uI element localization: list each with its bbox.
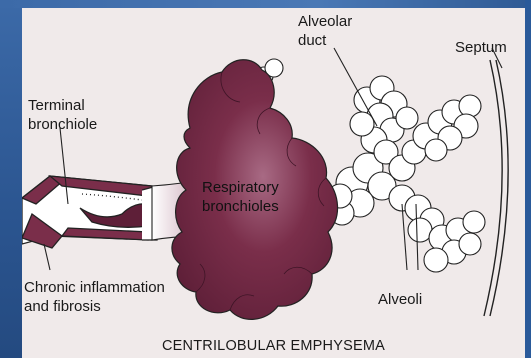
diagram-slide: Alveolar duct Septum Terminal bronchiole…: [22, 8, 525, 358]
label-septum: Septum: [455, 38, 507, 57]
label-respiratory-bronchioles: Respiratory bronchioles: [202, 178, 279, 216]
slide-right-band: [525, 0, 531, 358]
label-alveoli: Alveoli: [378, 290, 422, 309]
slide-left-band: [0, 0, 22, 358]
label-chronic-inflammation: Chronic inflammation and fibrosis: [24, 278, 165, 316]
slide-top-band: [0, 0, 531, 8]
septum-lines: [484, 60, 508, 316]
diagram-caption: CENTRILOBULAR EMPHYSEMA: [22, 338, 525, 354]
terminal-bronchiole-tube: [22, 176, 157, 248]
label-alveolar-duct: Alveolar duct: [298, 12, 352, 50]
label-terminal-bronchiole: Terminal bronchiole: [28, 96, 97, 134]
